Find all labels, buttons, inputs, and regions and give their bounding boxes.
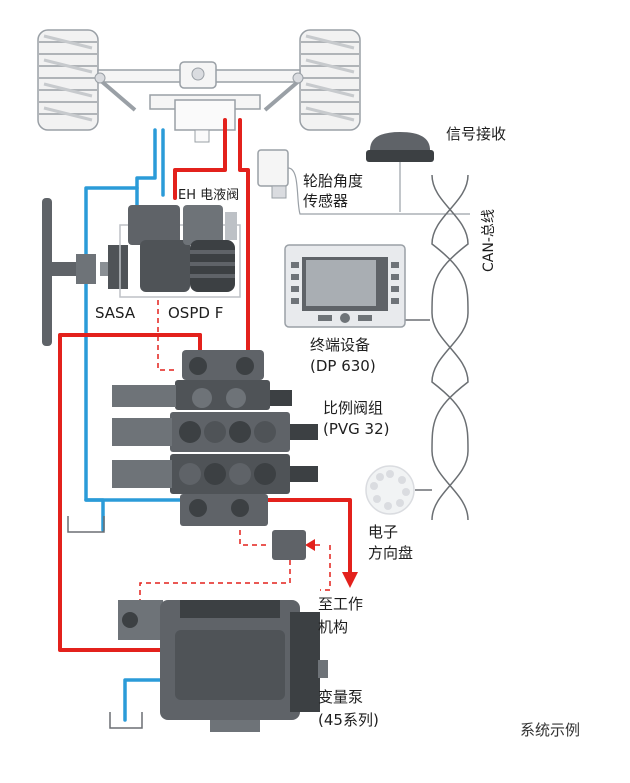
pilot-arrow	[305, 539, 315, 551]
label-sasa: SASA	[95, 304, 136, 322]
variable-pump	[118, 600, 328, 732]
label-signal-receiver: 信号接收	[446, 125, 507, 143]
label-terminal-2: (DP 630)	[310, 357, 376, 375]
label-ospd-f: OSPD F	[168, 304, 224, 322]
label-terminal-1: 终端设备	[310, 336, 371, 354]
label-pump-1: 变量泵	[318, 688, 364, 706]
priority-valve	[272, 530, 306, 560]
left-tyre	[37, 29, 99, 131]
return-lines	[84, 128, 187, 722]
label-to-work-1: 至工作	[318, 595, 364, 613]
label-wheel-angle-1: 轮胎角度	[303, 172, 364, 190]
front-axle	[37, 29, 361, 143]
terminal-device	[284, 244, 406, 328]
right-tyre	[299, 29, 361, 131]
label-e-steering-2: 方向盘	[368, 544, 414, 562]
can-bus-line	[404, 174, 469, 521]
label-wheel-angle-2: 传感器	[303, 192, 349, 210]
flow-arrow	[342, 572, 358, 588]
label-to-work-2: 机构	[318, 618, 349, 636]
figure-caption: 系统示例	[520, 721, 581, 739]
proportional-valve-group	[112, 350, 318, 526]
label-valve-group-2: (PVG 32)	[323, 420, 390, 438]
label-e-steering-1: 电子	[368, 523, 399, 541]
steering-assembly	[42, 198, 241, 346]
label-valve-group-1: 比例阀组	[323, 399, 384, 417]
gps-receiver	[366, 132, 434, 212]
label-pump-2: (45系列)	[318, 711, 379, 729]
label-can-bus: CAN-总线	[481, 209, 497, 272]
tank-symbols	[67, 516, 143, 729]
wheel-angle-sensor	[257, 149, 470, 215]
electronic-steering-wheel	[365, 465, 415, 515]
label-eh-valve: EH 电液阀	[178, 188, 240, 203]
